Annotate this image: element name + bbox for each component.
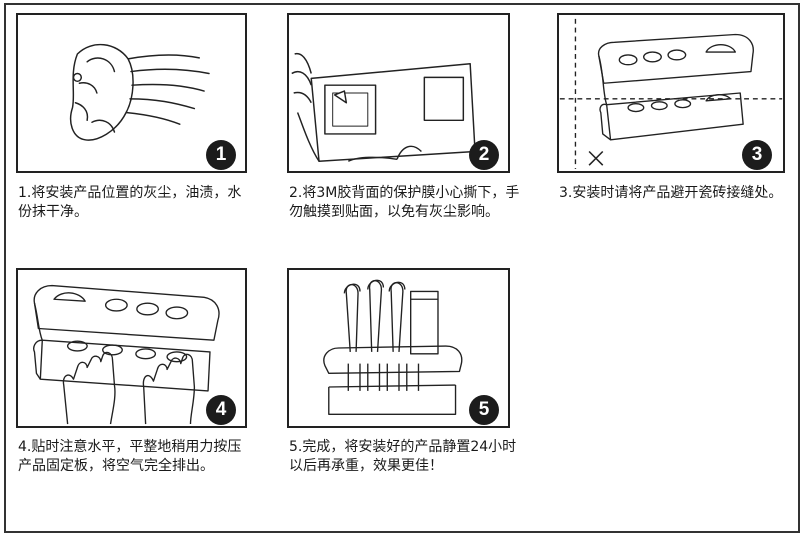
step-1-caption: 1.将安装产品位置的灰尘，油渍，水份抹干净。 [18,185,242,220]
step-4-panel: 4 [16,268,247,428]
step-1-panel: 1 [16,13,247,173]
step-3-panel: 3 [557,13,785,173]
step-number-badge: 5 [469,395,499,425]
press-mounting-plate-illustration [33,284,220,425]
instruction-sheet [4,3,800,533]
step-number-badge: 4 [206,395,236,425]
step-3-caption: 3.安装时请将产品避开瓷砖接缝处。 [559,185,783,201]
step-2-panel: 2 [287,13,510,173]
step-5-panel: 5 [287,268,510,428]
step-2-caption: 2.将3M胶背面的保护膜小心撕下，手勿触摸到贴面，以免有灰尘影响。 [289,185,520,220]
avoid-tile-joints-illustration [559,18,783,170]
wipe-surface-illustration [69,43,210,141]
finished-holder-illustration [323,279,463,415]
step-4-caption: 4.贴时注意水平，平整地稍用力按压产品固定板，将空气完全排出。 [18,439,242,474]
step-number-badge: 1 [206,140,236,170]
step-number-badge: 3 [742,140,772,170]
step-number-badge: 2 [469,140,499,170]
step-5-caption: 5.完成，将安装好的产品静置24小时以后再承重，效果更佳！ [289,439,517,474]
